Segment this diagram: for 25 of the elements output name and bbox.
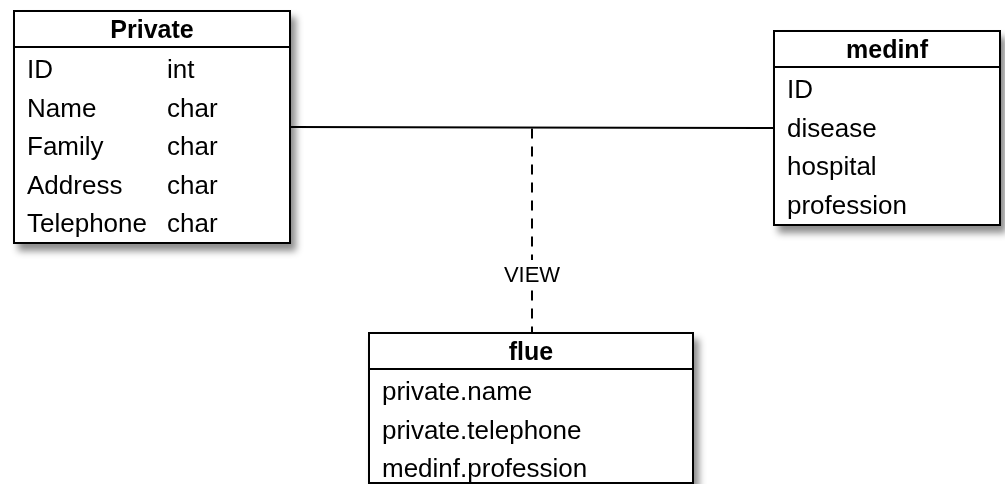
attribute-type: int [167,53,196,86]
attribute-name: Telephone [27,207,147,240]
attribute-name: private.telephone [382,413,583,447]
attribute-name: private.name [382,375,534,408]
attribute-type: char [167,207,218,240]
attribute-name: medinf.profession [382,452,588,484]
attribute-type: char [167,130,218,163]
dashed-line [531,127,533,333]
attribute-name: Family [27,130,105,163]
attribute-name: Address [27,168,124,202]
attribute-name: ID [787,73,814,106]
attribute-name: Name [27,91,98,125]
attribute-name: profession [787,188,907,222]
class-name: medinf [775,32,999,68]
class-box [368,332,694,484]
attribute-name: hospital [787,150,878,183]
class-box [13,10,291,244]
class-name: Private [15,12,289,48]
class-name: flue [370,334,692,370]
attribute-name: ID [27,53,54,86]
attribute-name: disease [787,111,878,145]
connector-line [290,126,774,129]
attribute-type: char [167,168,218,202]
attribute-type: char [167,91,218,125]
class-box [773,30,1001,226]
